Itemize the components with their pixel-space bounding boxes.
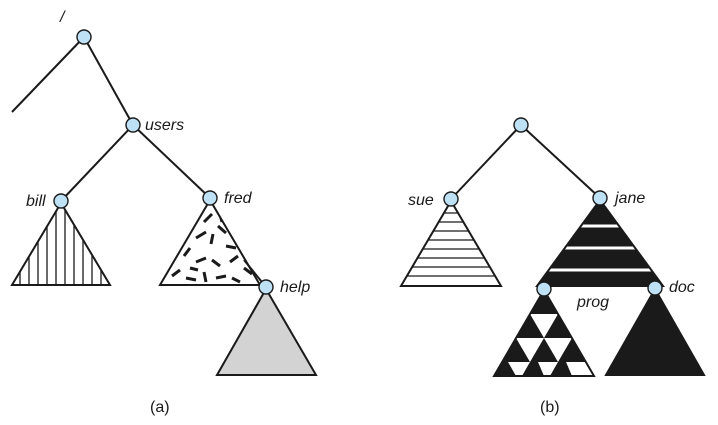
sue-node: [443, 191, 459, 207]
doc-subtree: [604, 286, 706, 376]
sue-subtree: [399, 199, 503, 287]
edge-root-jane: [520, 124, 601, 199]
edge-root-left: [11, 36, 85, 113]
root-label: /: [59, 9, 66, 26]
users-node: [125, 117, 141, 133]
prog-subtree: [492, 288, 596, 377]
prog-label: prog: [576, 294, 609, 311]
edge-root-sue: [450, 124, 522, 200]
users-label: users: [145, 117, 184, 134]
edge-root-users: [83, 36, 134, 126]
fred-subtree: [158, 198, 262, 286]
diagram-a: / users bill fred help (a): [10, 9, 318, 416]
jane-subtree: [535, 198, 665, 287]
jane-label: jane: [613, 190, 645, 207]
edge-users-bill: [60, 124, 134, 202]
root-node: [76, 29, 92, 45]
bill-subtree: [10, 201, 112, 286]
sue-label: sue: [408, 192, 434, 209]
edge-users-fred: [132, 124, 211, 199]
help-node: [258, 279, 274, 295]
doc-label: doc: [669, 279, 695, 296]
prog-node: [536, 281, 552, 297]
jane-node: [592, 190, 608, 206]
help-label: help: [280, 279, 310, 296]
root-node-b: [513, 117, 529, 133]
doc-node: [647, 280, 663, 296]
caption-a: (a): [150, 399, 170, 416]
fred-label: fred: [224, 190, 253, 207]
bill-label: bill: [26, 193, 46, 210]
fred-node: [202, 190, 218, 206]
caption-b: (b): [540, 399, 560, 416]
diagram-b: sue jane prog doc (b): [399, 117, 706, 416]
help-subtree: [215, 286, 318, 376]
bill-node: [53, 193, 69, 209]
